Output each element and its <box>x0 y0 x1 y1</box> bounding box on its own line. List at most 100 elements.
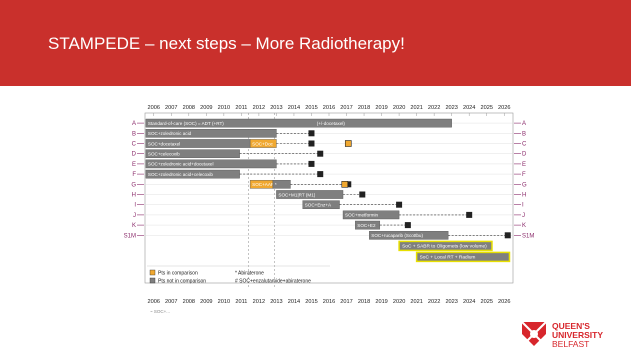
row-label-left: I <box>134 203 136 209</box>
footer-stub: ~ SOC+... <box>150 309 170 314</box>
year-tick-bottom: 2015 <box>305 299 317 305</box>
arm-bar-label: SOC+rucaparib (Scottbu) <box>371 233 423 238</box>
year-tick-top: 2022 <box>428 105 440 111</box>
row-label-right: I <box>522 203 524 209</box>
row-label-left: G <box>131 182 136 188</box>
row-label-right: E <box>522 162 526 168</box>
logo-line-1: QUEEN'S <box>552 321 590 331</box>
row-label-right: B <box>522 131 526 137</box>
arm-bar-label: SOC+zoledronic acid+celecoxib <box>148 172 214 177</box>
row-label-left: D <box>132 152 137 158</box>
arm-end-marker <box>308 130 315 137</box>
year-tick-bottom: 2020 <box>393 299 405 305</box>
year-tick-top: 2008 <box>183 105 195 111</box>
university-crest-icon <box>521 321 547 347</box>
year-tick-top: 2014 <box>288 105 300 111</box>
timeline-svg: 2006200620072007200820082009200920102010… <box>124 105 535 314</box>
new-arm-label: SoC + SABR to Oligomets (low volume) <box>402 243 487 249</box>
year-tick-bottom: 2013 <box>270 299 282 305</box>
row-label-right: K <box>522 223 526 229</box>
logo-wordmark: QUEEN'S UNIVERSITY BELFAST <box>552 322 603 349</box>
row-label-left: F <box>132 172 136 178</box>
year-tick-top: 2011 <box>235 105 247 111</box>
legend-note: * Abiraterone <box>235 271 264 277</box>
arm-end-marker <box>466 211 473 218</box>
year-tick-bottom: 2018 <box>358 299 370 305</box>
row-label-right: C <box>522 142 527 148</box>
slide-title: STAMPEDE – next steps – More Radiotherap… <box>48 34 405 53</box>
arm-bar-label: SOC+E2 <box>357 223 376 228</box>
arm-end-marker <box>308 160 315 167</box>
arm-extra-bar <box>272 179 291 189</box>
year-tick-bottom: 2019 <box>375 299 387 305</box>
row-label-right: G <box>522 182 527 188</box>
row-label-left: C <box>132 142 137 148</box>
arm-end-marker <box>308 140 315 147</box>
queens-university-logo: QUEEN'S UNIVERSITY BELFAST <box>520 320 628 352</box>
row-label-left: K <box>132 223 136 229</box>
arm-end-marker <box>345 181 352 188</box>
arm-bar-label: Standard-of-care (SOC) = ADT (+RT) <box>148 121 224 126</box>
arm-bar-label: SOC+AAP <box>252 182 274 187</box>
year-tick-bottom: 2022 <box>428 299 440 305</box>
year-tick-bottom: 2010 <box>218 299 230 305</box>
row-label-left: S1M <box>124 233 136 239</box>
arm-bar-label: SOC+celecoxib <box>148 152 180 157</box>
row-label-right: F <box>522 172 526 178</box>
year-tick-top: 2024 <box>463 105 475 111</box>
year-tick-bottom: 2006 <box>148 299 160 305</box>
year-tick-top: 2006 <box>148 105 160 111</box>
legend-label: Pts not in comparison <box>158 279 206 285</box>
logo-line-3: BELFAST <box>552 339 590 349</box>
arm-end-marker <box>396 201 403 208</box>
row-label-left: A <box>132 121 136 127</box>
arm-bar-label: SOC+metformin <box>345 213 379 218</box>
year-tick-bottom: 2025 <box>480 299 492 305</box>
row-label-left: H <box>132 193 136 199</box>
logo-line-2: UNIVERSITY <box>552 330 604 340</box>
year-tick-top: 2021 <box>410 105 422 111</box>
year-tick-top: 2019 <box>375 105 387 111</box>
year-tick-bottom: 2012 <box>253 299 265 305</box>
row-label-left: E <box>132 162 136 168</box>
year-tick-top: 2020 <box>393 105 405 111</box>
arm-bar-label: SOC+docetaxel <box>148 141 180 146</box>
year-tick-bottom: 2023 <box>445 299 457 305</box>
row-label-right: J <box>522 213 525 219</box>
row-label-left: B <box>132 131 136 137</box>
arm-end-marker <box>504 232 511 239</box>
year-tick-bottom: 2017 <box>340 299 352 305</box>
arm-end-marker <box>404 222 411 229</box>
year-tick-top: 2025 <box>480 105 492 111</box>
year-tick-top: 2018 <box>358 105 370 111</box>
arm-end-marker-orange <box>341 181 349 188</box>
year-tick-top: 2010 <box>218 105 230 111</box>
year-tick-bottom: 2014 <box>288 299 300 305</box>
row-label-right: H <box>522 193 526 199</box>
arm-bar-label: SOC+zoledronic acid+docetaxel <box>148 162 214 167</box>
year-tick-bottom: 2024 <box>463 299 475 305</box>
arm-bar-label: SOC+zoledronic acid <box>148 131 192 136</box>
arm-bar <box>355 220 381 230</box>
arm-extra-label: * <box>275 182 277 187</box>
legend-swatch <box>149 277 156 284</box>
legend-swatch <box>149 269 156 276</box>
year-tick-top: 2026 <box>498 105 510 111</box>
year-tick-bottom: 2026 <box>498 299 510 305</box>
year-tick-bottom: 2011 <box>235 299 247 305</box>
year-tick-bottom: 2021 <box>410 299 422 305</box>
legend-note: # SOC+enzalutamide+abiraterone <box>235 279 311 285</box>
row-label-left: J <box>133 213 136 219</box>
year-tick-top: 2017 <box>340 105 352 111</box>
year-tick-top: 2016 <box>323 105 335 111</box>
year-tick-bottom: 2008 <box>183 299 195 305</box>
row-label-right: A <box>522 121 526 127</box>
year-tick-top: 2023 <box>445 105 457 111</box>
new-arm-bar <box>398 240 493 252</box>
year-tick-bottom: 2007 <box>165 299 177 305</box>
year-tick-bottom: 2016 <box>323 299 335 305</box>
year-tick-top: 2013 <box>270 105 282 111</box>
arm-extra-label: SOC+Doc <box>252 141 274 146</box>
arm-end-marker <box>317 150 324 157</box>
